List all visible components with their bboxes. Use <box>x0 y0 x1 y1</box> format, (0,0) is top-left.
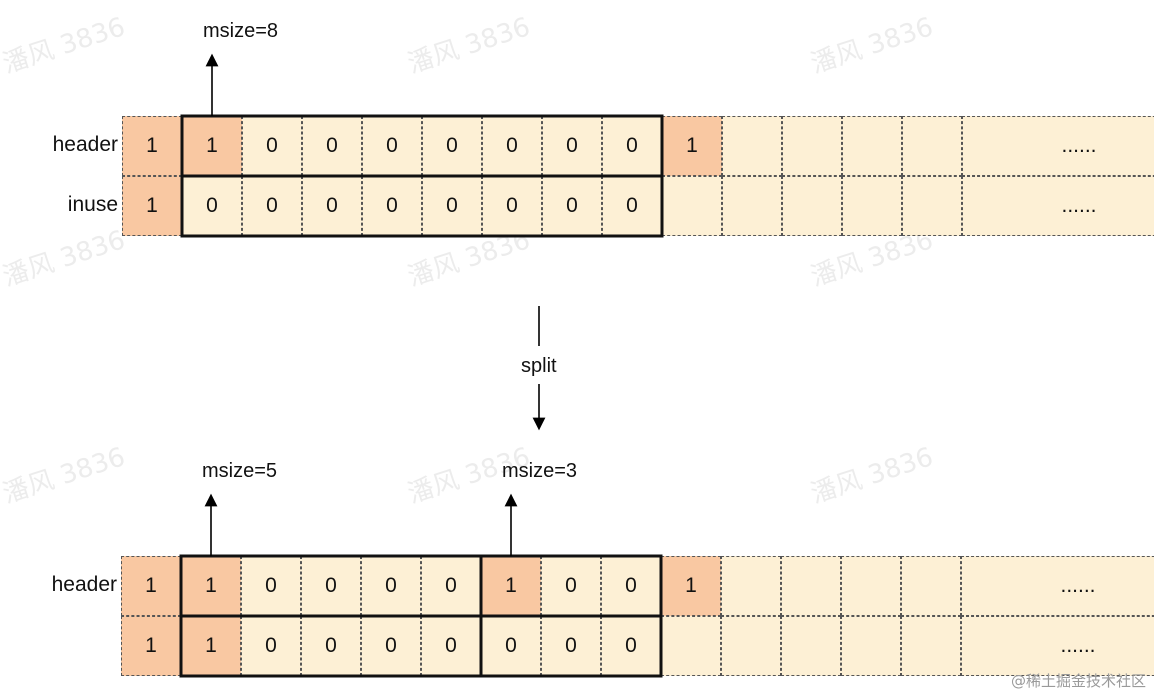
bit-cell: 1 <box>661 556 721 616</box>
bit-cell <box>901 556 961 616</box>
bit-cell: 0 <box>602 176 662 236</box>
bit-cell: 1 <box>121 616 181 676</box>
bit-cell <box>782 116 842 176</box>
ellipsis-cell: ...... <box>962 116 1154 176</box>
bit-cell: 0 <box>302 176 362 236</box>
bit-cell: 0 <box>542 116 602 176</box>
bit-cell <box>722 116 782 176</box>
msize-label: msize=8 <box>203 20 279 42</box>
bit-cell: 0 <box>242 176 302 236</box>
bit-cell <box>721 556 781 616</box>
ellipsis-cell: ...... <box>962 176 1154 236</box>
bit-cell: 0 <box>361 616 421 676</box>
footer-watermark: @稀土掘金技术社区 <box>1010 672 1146 690</box>
bit-cell <box>781 556 841 616</box>
bit-cell <box>841 616 901 676</box>
bit-cell <box>661 616 721 676</box>
bit-cell: 0 <box>482 176 542 236</box>
split-label: split <box>521 355 557 377</box>
group-outline <box>479 614 663 678</box>
bit-cell: 0 <box>242 116 302 176</box>
bit-cell: 1 <box>662 116 722 176</box>
bit-cell: 0 <box>301 556 361 616</box>
bit-cell <box>842 116 902 176</box>
group-outline <box>479 554 663 618</box>
msize-label: msize=5 <box>202 460 278 482</box>
bit-cell: 0 <box>602 116 662 176</box>
group-outline <box>179 554 483 618</box>
bit-cell <box>841 556 901 616</box>
ellipsis-cell: ...... <box>961 616 1154 676</box>
bit-cell: 1 <box>121 556 181 616</box>
bit-cell: 0 <box>361 556 421 616</box>
row-label: header <box>51 573 117 596</box>
bit-cell <box>782 176 842 236</box>
bit-cell: 0 <box>422 176 482 236</box>
bit-cell <box>722 176 782 236</box>
bit-cell <box>842 176 902 236</box>
bit-cell: 0 <box>182 176 242 236</box>
row-label: header <box>52 133 118 156</box>
bit-cell: 1 <box>122 176 182 236</box>
row-label: inuse <box>67 193 118 216</box>
bit-cell <box>902 176 962 236</box>
ellipsis-cell: ...... <box>961 556 1154 616</box>
bit-cell: 1 <box>181 616 241 676</box>
msize-label: msize=3 <box>502 460 578 482</box>
group-outline <box>180 114 664 178</box>
bit-cell <box>901 616 961 676</box>
bit-cell <box>902 116 962 176</box>
bit-cell <box>721 616 781 676</box>
bit-cell: 0 <box>302 116 362 176</box>
bit-cell: 0 <box>362 116 422 176</box>
bit-cell: 0 <box>481 616 541 676</box>
bit-cell <box>781 616 841 676</box>
group-outline <box>180 174 664 238</box>
group-outline <box>179 614 483 678</box>
